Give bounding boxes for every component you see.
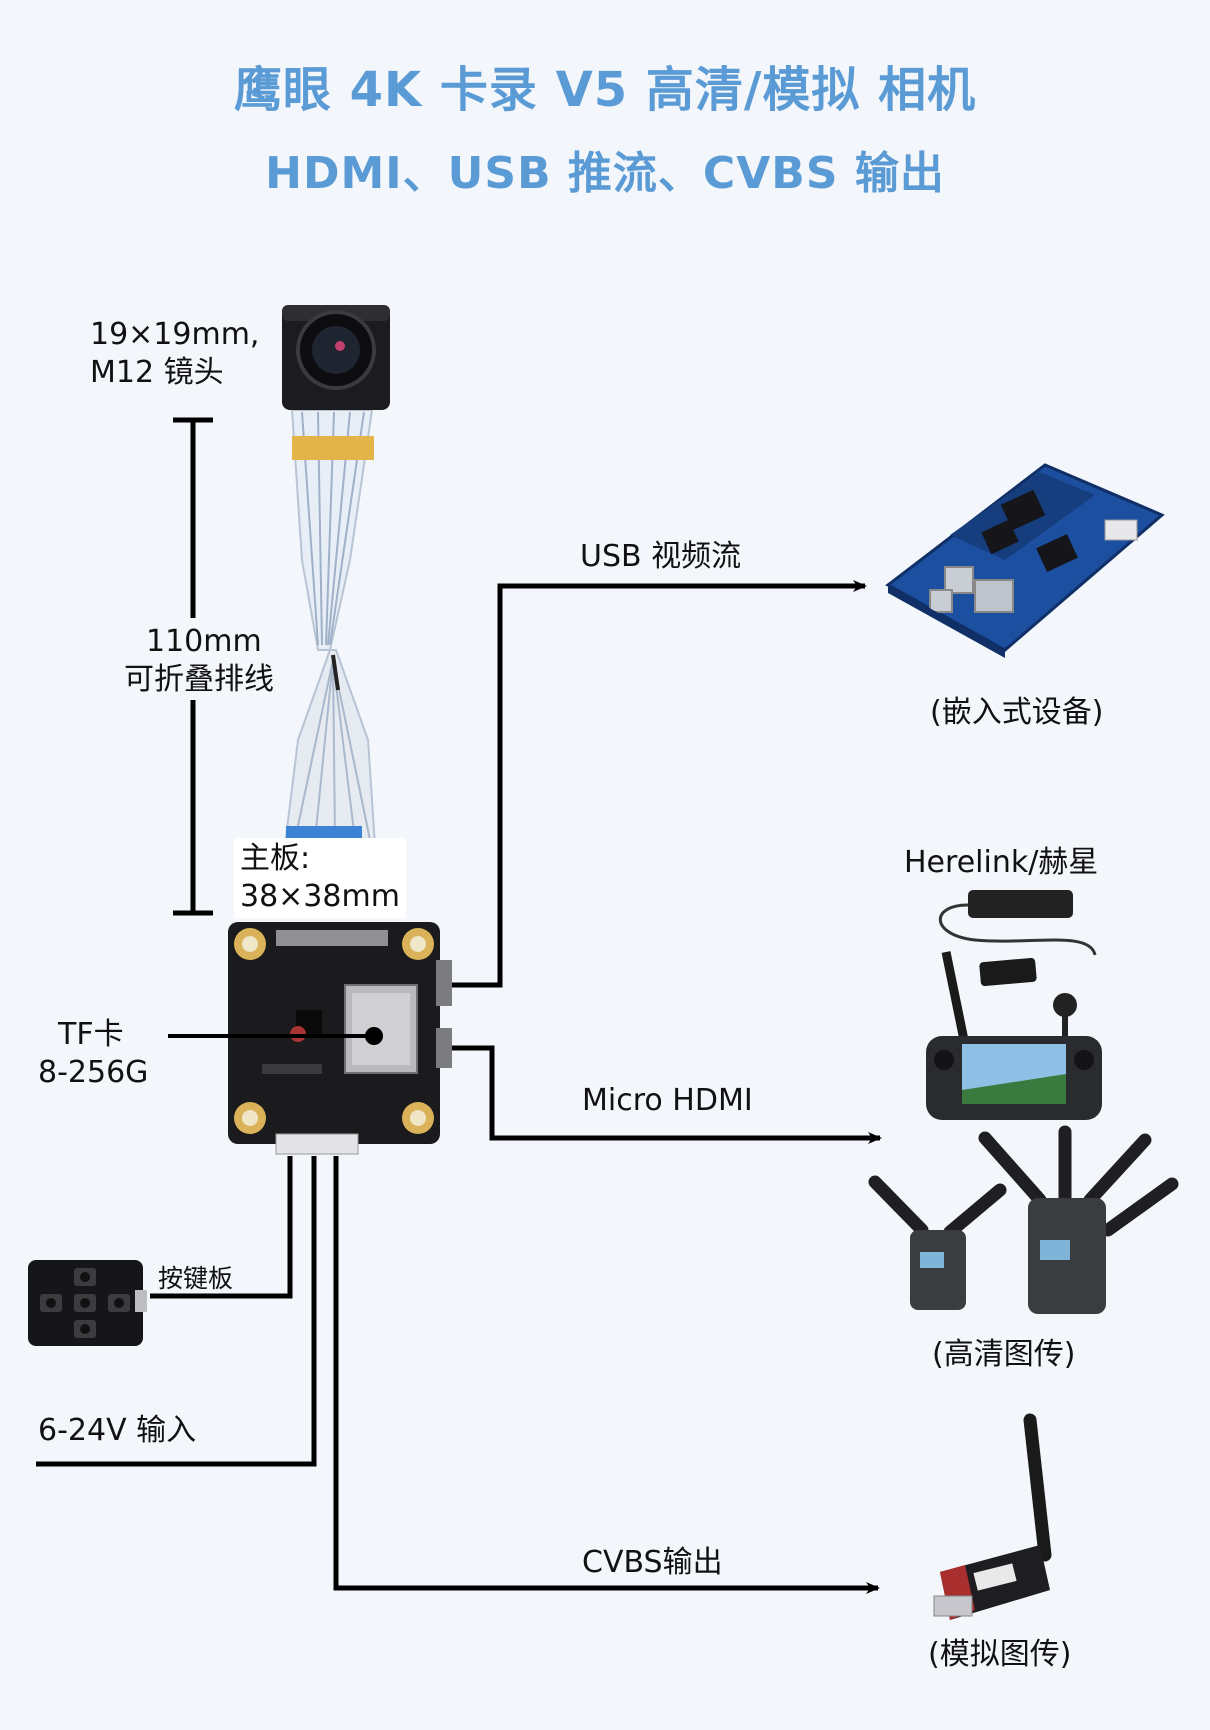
micro-hdmi-label: Micro HDMI <box>582 1083 753 1118</box>
page-subtitle: HDMI、USB 推流、CVBS 输出 <box>265 148 945 199</box>
board-size: 38×38mm <box>240 879 400 914</box>
hdmi-wire <box>452 1045 882 1144</box>
keypad-label: 按键板 <box>158 1264 234 1293</box>
analog-transmitter-label: (模拟图传) <box>928 1637 1072 1672</box>
lens-type-label: M12 镜头 <box>90 355 224 390</box>
main-board-icon <box>228 826 452 1155</box>
power-wire <box>36 1156 317 1467</box>
embedded-device-label: (嵌入式设备) <box>930 695 1104 730</box>
usb-wire <box>452 580 867 988</box>
analog-transmitter-icon <box>933 1413 1052 1620</box>
board-name: 主板: <box>240 841 311 876</box>
tf-card-pointer <box>168 1027 383 1045</box>
hd-transmitter-label: (高清图传) <box>932 1337 1076 1372</box>
cable-type-label: 可折叠排线 <box>124 662 274 697</box>
keypad-wire <box>150 1156 293 1299</box>
herelink-label: Herelink/赫星 <box>904 845 1099 880</box>
page-title: 鹰眼 4K 卡录 V5 高清/模拟 相机 <box>233 62 977 118</box>
connection-wires <box>36 580 882 1594</box>
cvbs-wire <box>333 1156 880 1594</box>
board-title-label: 主板: 38×38mm <box>234 838 406 918</box>
embedded-board-icon <box>885 463 1165 658</box>
lens-size-label: 19×19mm, <box>90 317 260 352</box>
usb-stream-label: USB 视频流 <box>580 539 742 574</box>
power-input-label: 6-24V 输入 <box>38 1413 197 1448</box>
cvbs-output-label: CVBS输出 <box>582 1545 723 1580</box>
tf-card-capacity: 8-256G <box>38 1055 149 1090</box>
camera-module-icon <box>282 305 390 846</box>
cable-length-dimension <box>173 417 213 916</box>
keypad-board-icon <box>28 1260 147 1346</box>
cable-length-label: 110mm <box>146 624 262 659</box>
hd-transmitter-icon <box>868 1125 1179 1314</box>
tf-card-label: TF卡 <box>58 1017 124 1052</box>
herelink-controller-icon <box>926 890 1102 1120</box>
